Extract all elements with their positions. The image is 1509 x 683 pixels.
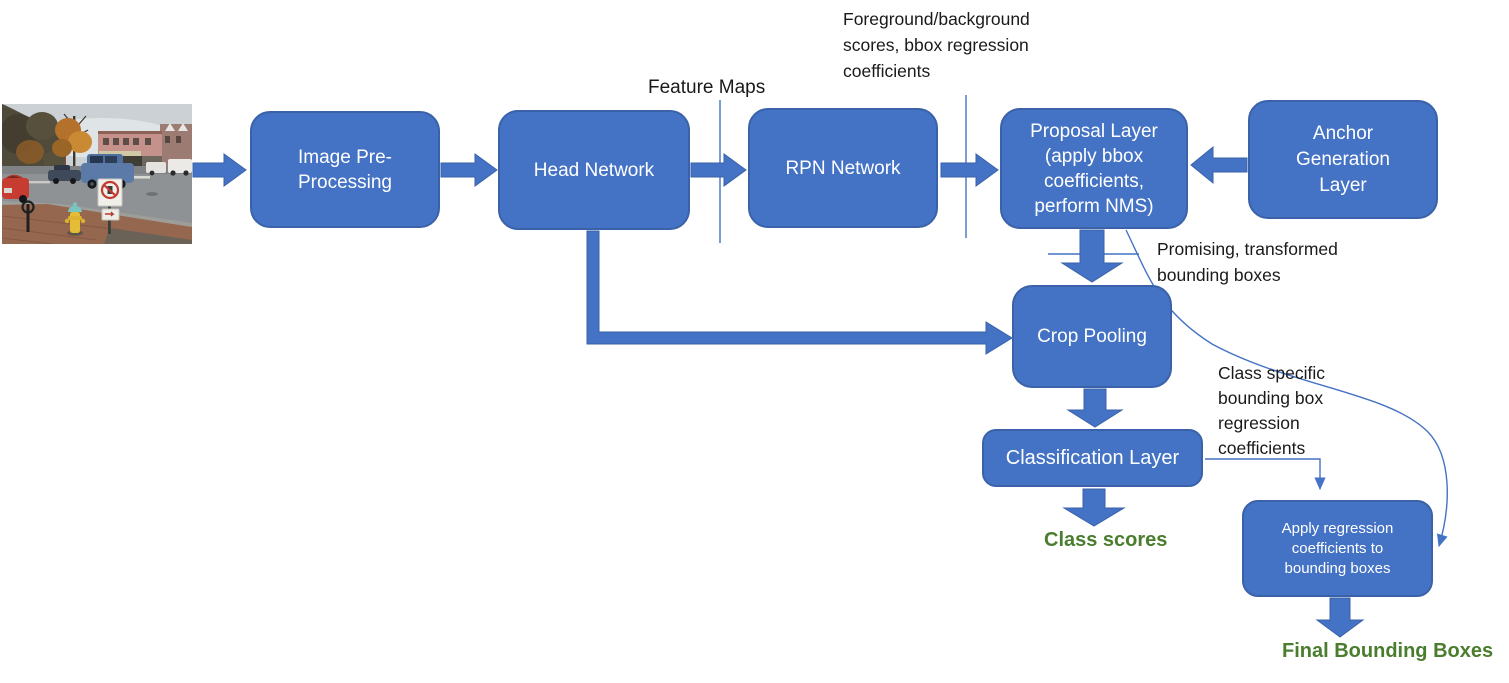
arrow-proposal-to-crop-pooling xyxy=(1060,229,1124,283)
arrow-input-to-preprocessing xyxy=(192,153,247,187)
node-rpn-network: RPN Network xyxy=(748,108,938,228)
arrow-apply-regression-to-final-boxes xyxy=(1315,597,1365,638)
arrow-rpn-to-proposal xyxy=(940,153,999,187)
label-promising-boxes: Promising, transformed bounding boxes xyxy=(1157,239,1338,285)
arrow-classification-to-class-scores xyxy=(1062,488,1126,527)
node-image-preprocessing: Image Pre- Processing xyxy=(250,111,440,228)
label-fg-bg-scores: Foreground/background scores, bbox regre… xyxy=(843,9,1030,81)
node-anchor-generation-layer: Anchor Generation Layer xyxy=(1248,100,1438,219)
label-class-specific-coefficients: Class specific bounding box regression c… xyxy=(1218,363,1325,458)
node-apply-regression: Apply regression coefficients to boundin… xyxy=(1242,500,1433,597)
node-head-network: Head Network xyxy=(498,110,690,230)
node-proposal-layer: Proposal Layer (apply bbox coefficients,… xyxy=(1000,108,1188,229)
arrow-preprocessing-to-head xyxy=(440,153,498,187)
output-final-bounding-boxes: Final Bounding Boxes xyxy=(1282,640,1494,662)
arrow-head-to-crop-pooling-elbow xyxy=(586,230,1013,355)
arrow-crop-pooling-to-classification xyxy=(1066,388,1124,428)
input-image xyxy=(2,104,192,244)
node-classification-layer: Classification Layer xyxy=(982,429,1203,487)
output-class-scores: Class scores xyxy=(1044,529,1168,551)
arrow-head-to-rpn xyxy=(690,153,747,187)
label-feature-maps: Feature Maps xyxy=(648,77,766,98)
connector-classification-to-apply-regression xyxy=(1205,458,1326,491)
arrow-anchor-to-proposal xyxy=(1190,145,1248,185)
node-crop-pooling: Crop Pooling xyxy=(1012,285,1172,388)
